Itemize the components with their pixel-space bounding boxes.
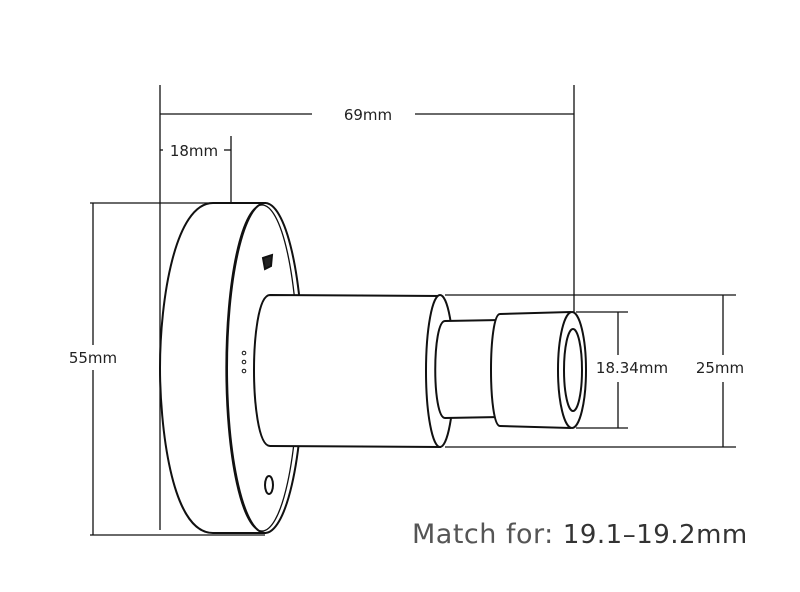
dimension-lines (90, 85, 736, 536)
screw-slot-icon (261, 253, 274, 271)
lens-glass (563, 328, 583, 412)
lens-housing (490, 310, 571, 430)
label-base-thickness: 18mm (170, 142, 218, 160)
camera-body (158, 202, 587, 534)
label-barrel-diameter: 25mm (696, 359, 744, 377)
label-overall-length: 69mm (344, 106, 392, 124)
match-note: Match for: 19.1–19.2mm (412, 519, 748, 550)
match-note-label: Match for: (412, 519, 554, 550)
barrel (252, 293, 441, 449)
label-lens-diameter: 18.34mm (596, 359, 668, 377)
mount-hole (264, 475, 274, 495)
label-base-diameter: 55mm (69, 349, 117, 367)
match-note-value: 19.1–19.2mm (562, 520, 748, 550)
neck (434, 318, 501, 420)
